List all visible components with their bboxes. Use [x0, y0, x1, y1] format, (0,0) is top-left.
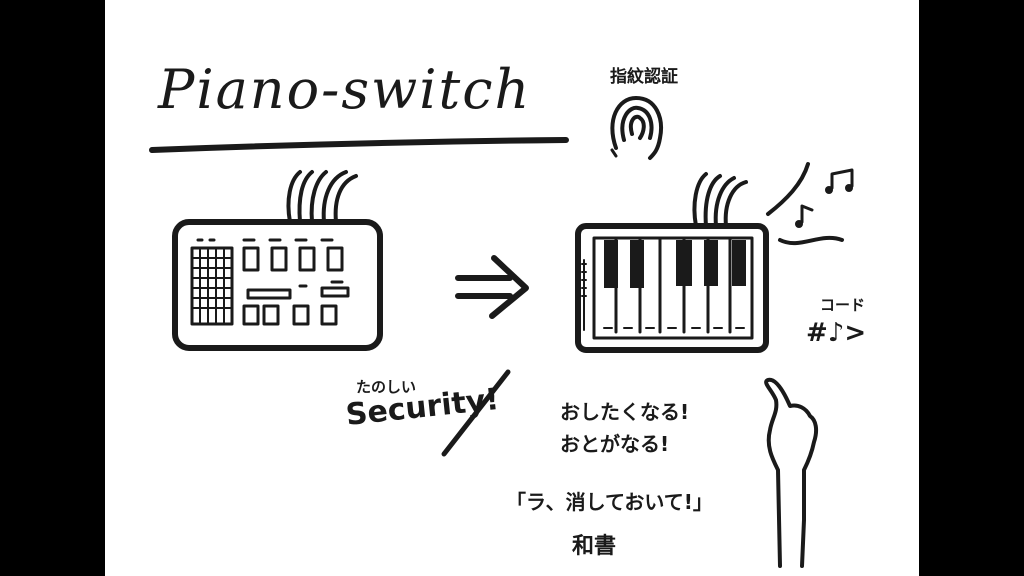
note-line-1: おしたくなる!	[560, 400, 690, 424]
music-notes-icon	[766, 162, 854, 246]
pointing-hand-icon	[764, 377, 819, 568]
fun-label: たのしい	[356, 378, 417, 396]
title-underline	[149, 137, 569, 153]
code-symbols: #♪>	[806, 318, 867, 348]
note-line-2: おとがなる!	[560, 432, 670, 456]
fingerprint-label: 指紋認証	[610, 67, 678, 87]
security-exclamation	[441, 369, 511, 457]
code-label: コード	[820, 296, 866, 314]
paper-sheet	[105, 0, 919, 576]
author-name: 和書	[572, 534, 617, 559]
fingerprint-icon	[610, 96, 663, 160]
piano-device	[575, 172, 769, 353]
keypad-device	[172, 170, 383, 351]
quote-text: 「ラ、消しておいて!」	[506, 490, 713, 514]
arrow-icon	[455, 255, 529, 319]
page-title: Piano-switch	[158, 58, 532, 121]
